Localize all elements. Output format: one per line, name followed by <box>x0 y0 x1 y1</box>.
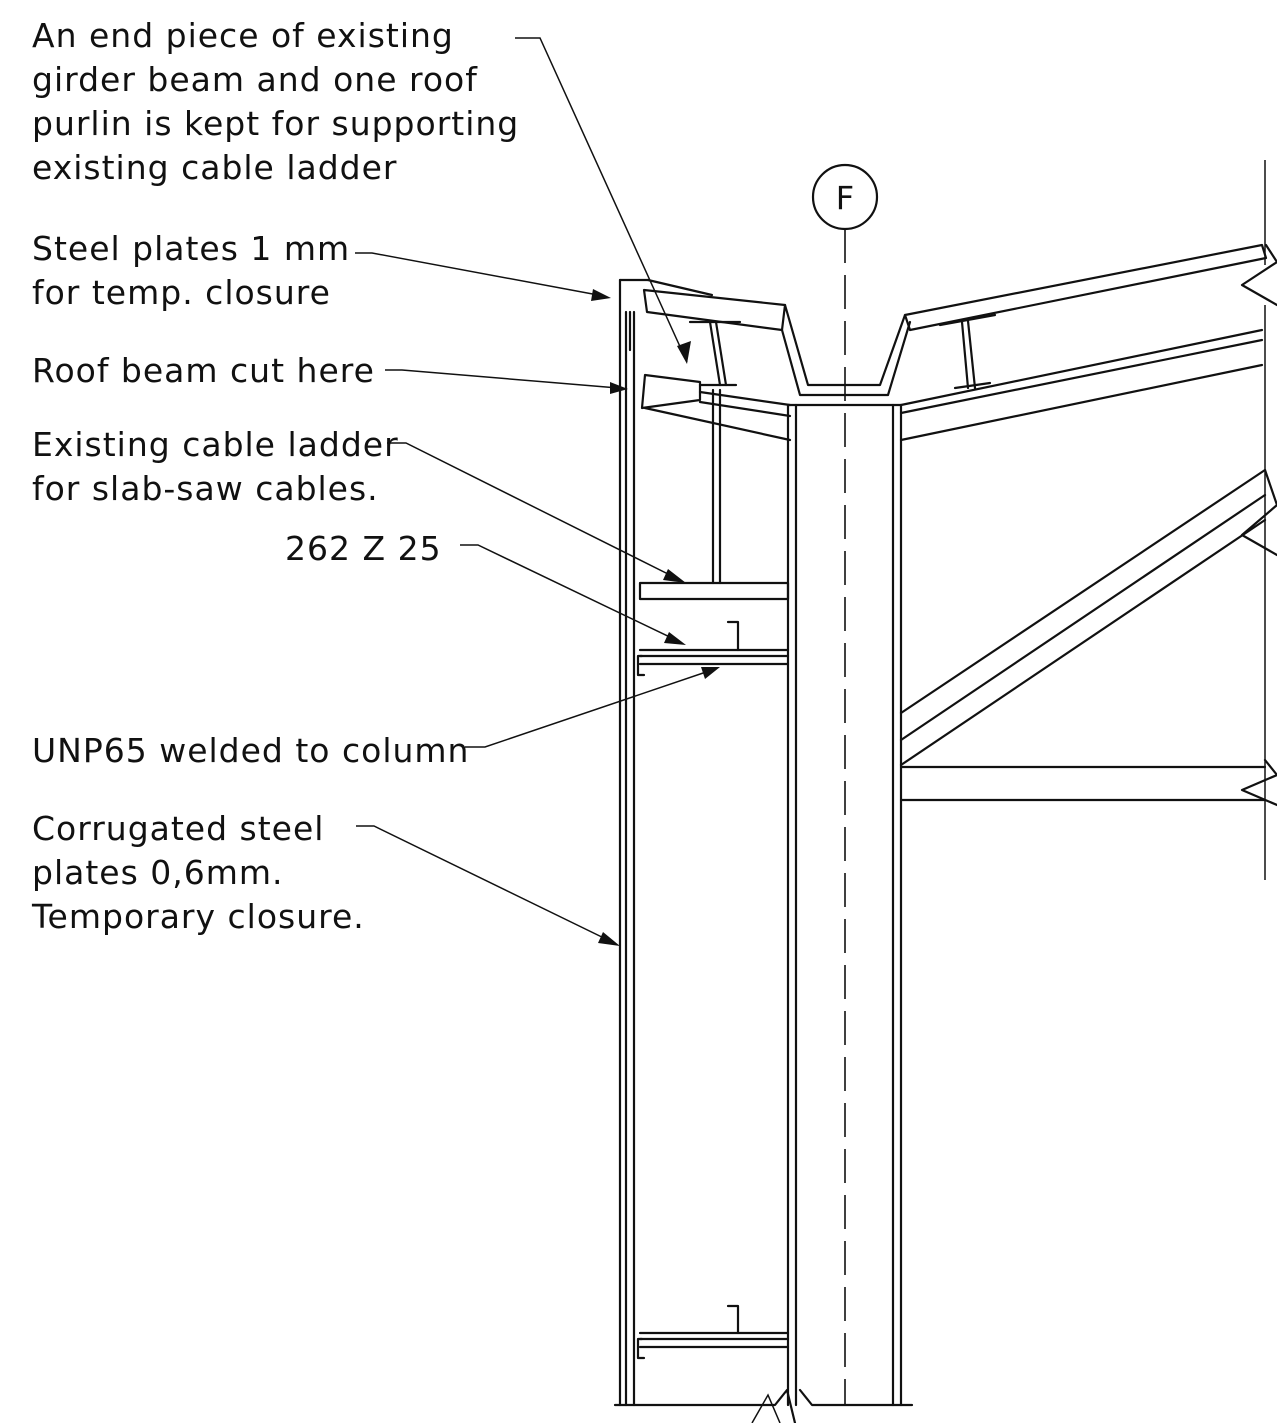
note-steel-plates-line-2: for temp. closure <box>32 273 331 312</box>
bracing <box>899 468 1277 807</box>
note-end-piece-line-4: existing cable ladder <box>32 148 398 187</box>
note-cable-ladder-line-2: for slab-saw cables. <box>32 469 379 508</box>
main-column <box>613 403 914 1423</box>
grid-bubble-label: F <box>836 179 854 217</box>
leader-steel-plates <box>355 252 599 296</box>
note-corrugated: Corrugated steel plates 0,6mm. Temporary… <box>31 809 365 936</box>
grid-axis-f: F <box>811 163 879 1405</box>
arrow-z-profile <box>664 632 686 645</box>
leader-unp65 <box>465 669 713 748</box>
leader-z-profile <box>460 544 677 641</box>
arrow-steel-plates <box>591 289 611 301</box>
note-corrugated-line-2: plates 0,6mm. <box>32 853 284 892</box>
cable-ladder <box>638 581 790 601</box>
arrow-unp65 <box>701 667 720 679</box>
note-roof-beam-cut: Roof beam cut here <box>32 351 375 390</box>
leader-end-piece <box>515 37 688 363</box>
leader-lines <box>355 37 720 946</box>
leader-roof-beam-cut <box>385 369 619 389</box>
note-cable-ladder-line-1: Existing cable ladder <box>32 425 399 464</box>
z-profile-lower <box>636 1304 790 1360</box>
note-corrugated-line-3: Temporary closure. <box>31 897 365 936</box>
note-unp65: UNP65 welded to column <box>32 731 469 770</box>
note-end-piece: An end piece of existing girder beam and… <box>32 16 519 187</box>
leader-cable-ladder <box>387 442 677 579</box>
z-profile-upper <box>638 620 790 658</box>
note-end-piece-line-2: girder beam and one roof <box>32 60 478 99</box>
arrow-end-piece <box>677 341 691 364</box>
leader-corrugated <box>356 825 611 942</box>
note-unp65-line-1: UNP65 welded to column <box>32 731 469 770</box>
note-z-profile: 262 Z 25 <box>285 529 442 568</box>
note-end-piece-line-1: An end piece of existing <box>32 16 454 55</box>
temporary-closure-wall <box>618 278 650 1407</box>
arrow-cable-ladder <box>663 569 686 583</box>
roof-right <box>899 160 1277 880</box>
unp65-upper <box>636 654 790 677</box>
note-end-piece-line-3: purlin is kept for supporting <box>32 104 519 143</box>
roof-left <box>640 278 912 585</box>
note-z-profile-line-1: 262 Z 25 <box>285 529 442 568</box>
note-steel-plates: Steel plates 1 mm for temp. closure <box>32 229 350 312</box>
note-steel-plates-line-1: Steel plates 1 mm <box>32 229 350 268</box>
note-roof-beam-cut-line-1: Roof beam cut here <box>32 351 375 390</box>
note-corrugated-line-1: Corrugated steel <box>32 809 324 848</box>
arrow-corrugated <box>598 932 620 946</box>
note-cable-ladder: Existing cable ladder for slab-saw cable… <box>32 425 399 508</box>
